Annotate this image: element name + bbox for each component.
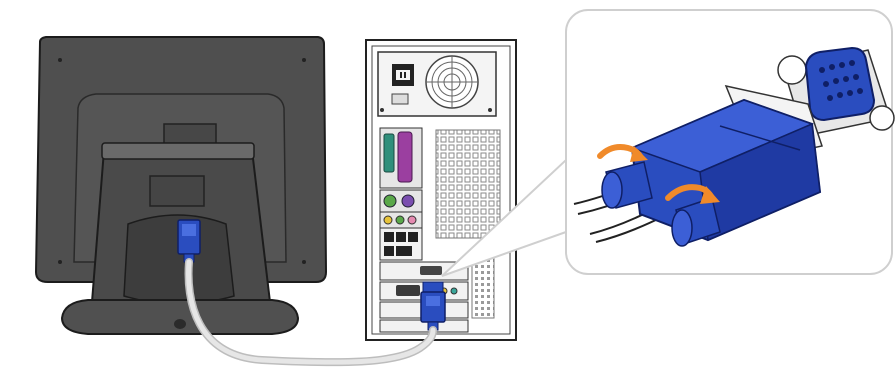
screw-icon — [302, 260, 306, 264]
connector-callout — [441, 9, 895, 277]
network-port — [396, 246, 412, 256]
ps2-keyboard-port — [401, 194, 415, 208]
usb-port — [408, 232, 418, 242]
turn-arrow-icon — [665, 184, 720, 204]
io-panel — [379, 127, 423, 261]
fan-grille-icon — [425, 55, 479, 109]
parallel-port — [397, 131, 413, 183]
power-socket-icon — [392, 64, 414, 86]
monitor-stand-base — [60, 299, 300, 335]
usb-port — [384, 246, 394, 256]
turn-arrow-icon — [597, 144, 648, 162]
screw-icon — [58, 260, 62, 264]
ps2-mouse-port — [383, 194, 397, 208]
monitor-vga-connector — [177, 219, 201, 263]
usb-port — [384, 232, 394, 242]
usb-port — [396, 232, 406, 242]
serial-port — [383, 133, 395, 173]
screw-icon — [58, 58, 62, 62]
monitor-rear — [34, 36, 328, 335]
thumbscrew-left — [601, 161, 653, 209]
vga-port-icon — [777, 46, 895, 137]
computer-rear — [365, 39, 517, 341]
screw-icon — [302, 58, 306, 62]
thumbscrew-right — [671, 197, 721, 247]
vent-grille — [435, 129, 501, 239]
monitor-stand-bar — [101, 142, 255, 160]
